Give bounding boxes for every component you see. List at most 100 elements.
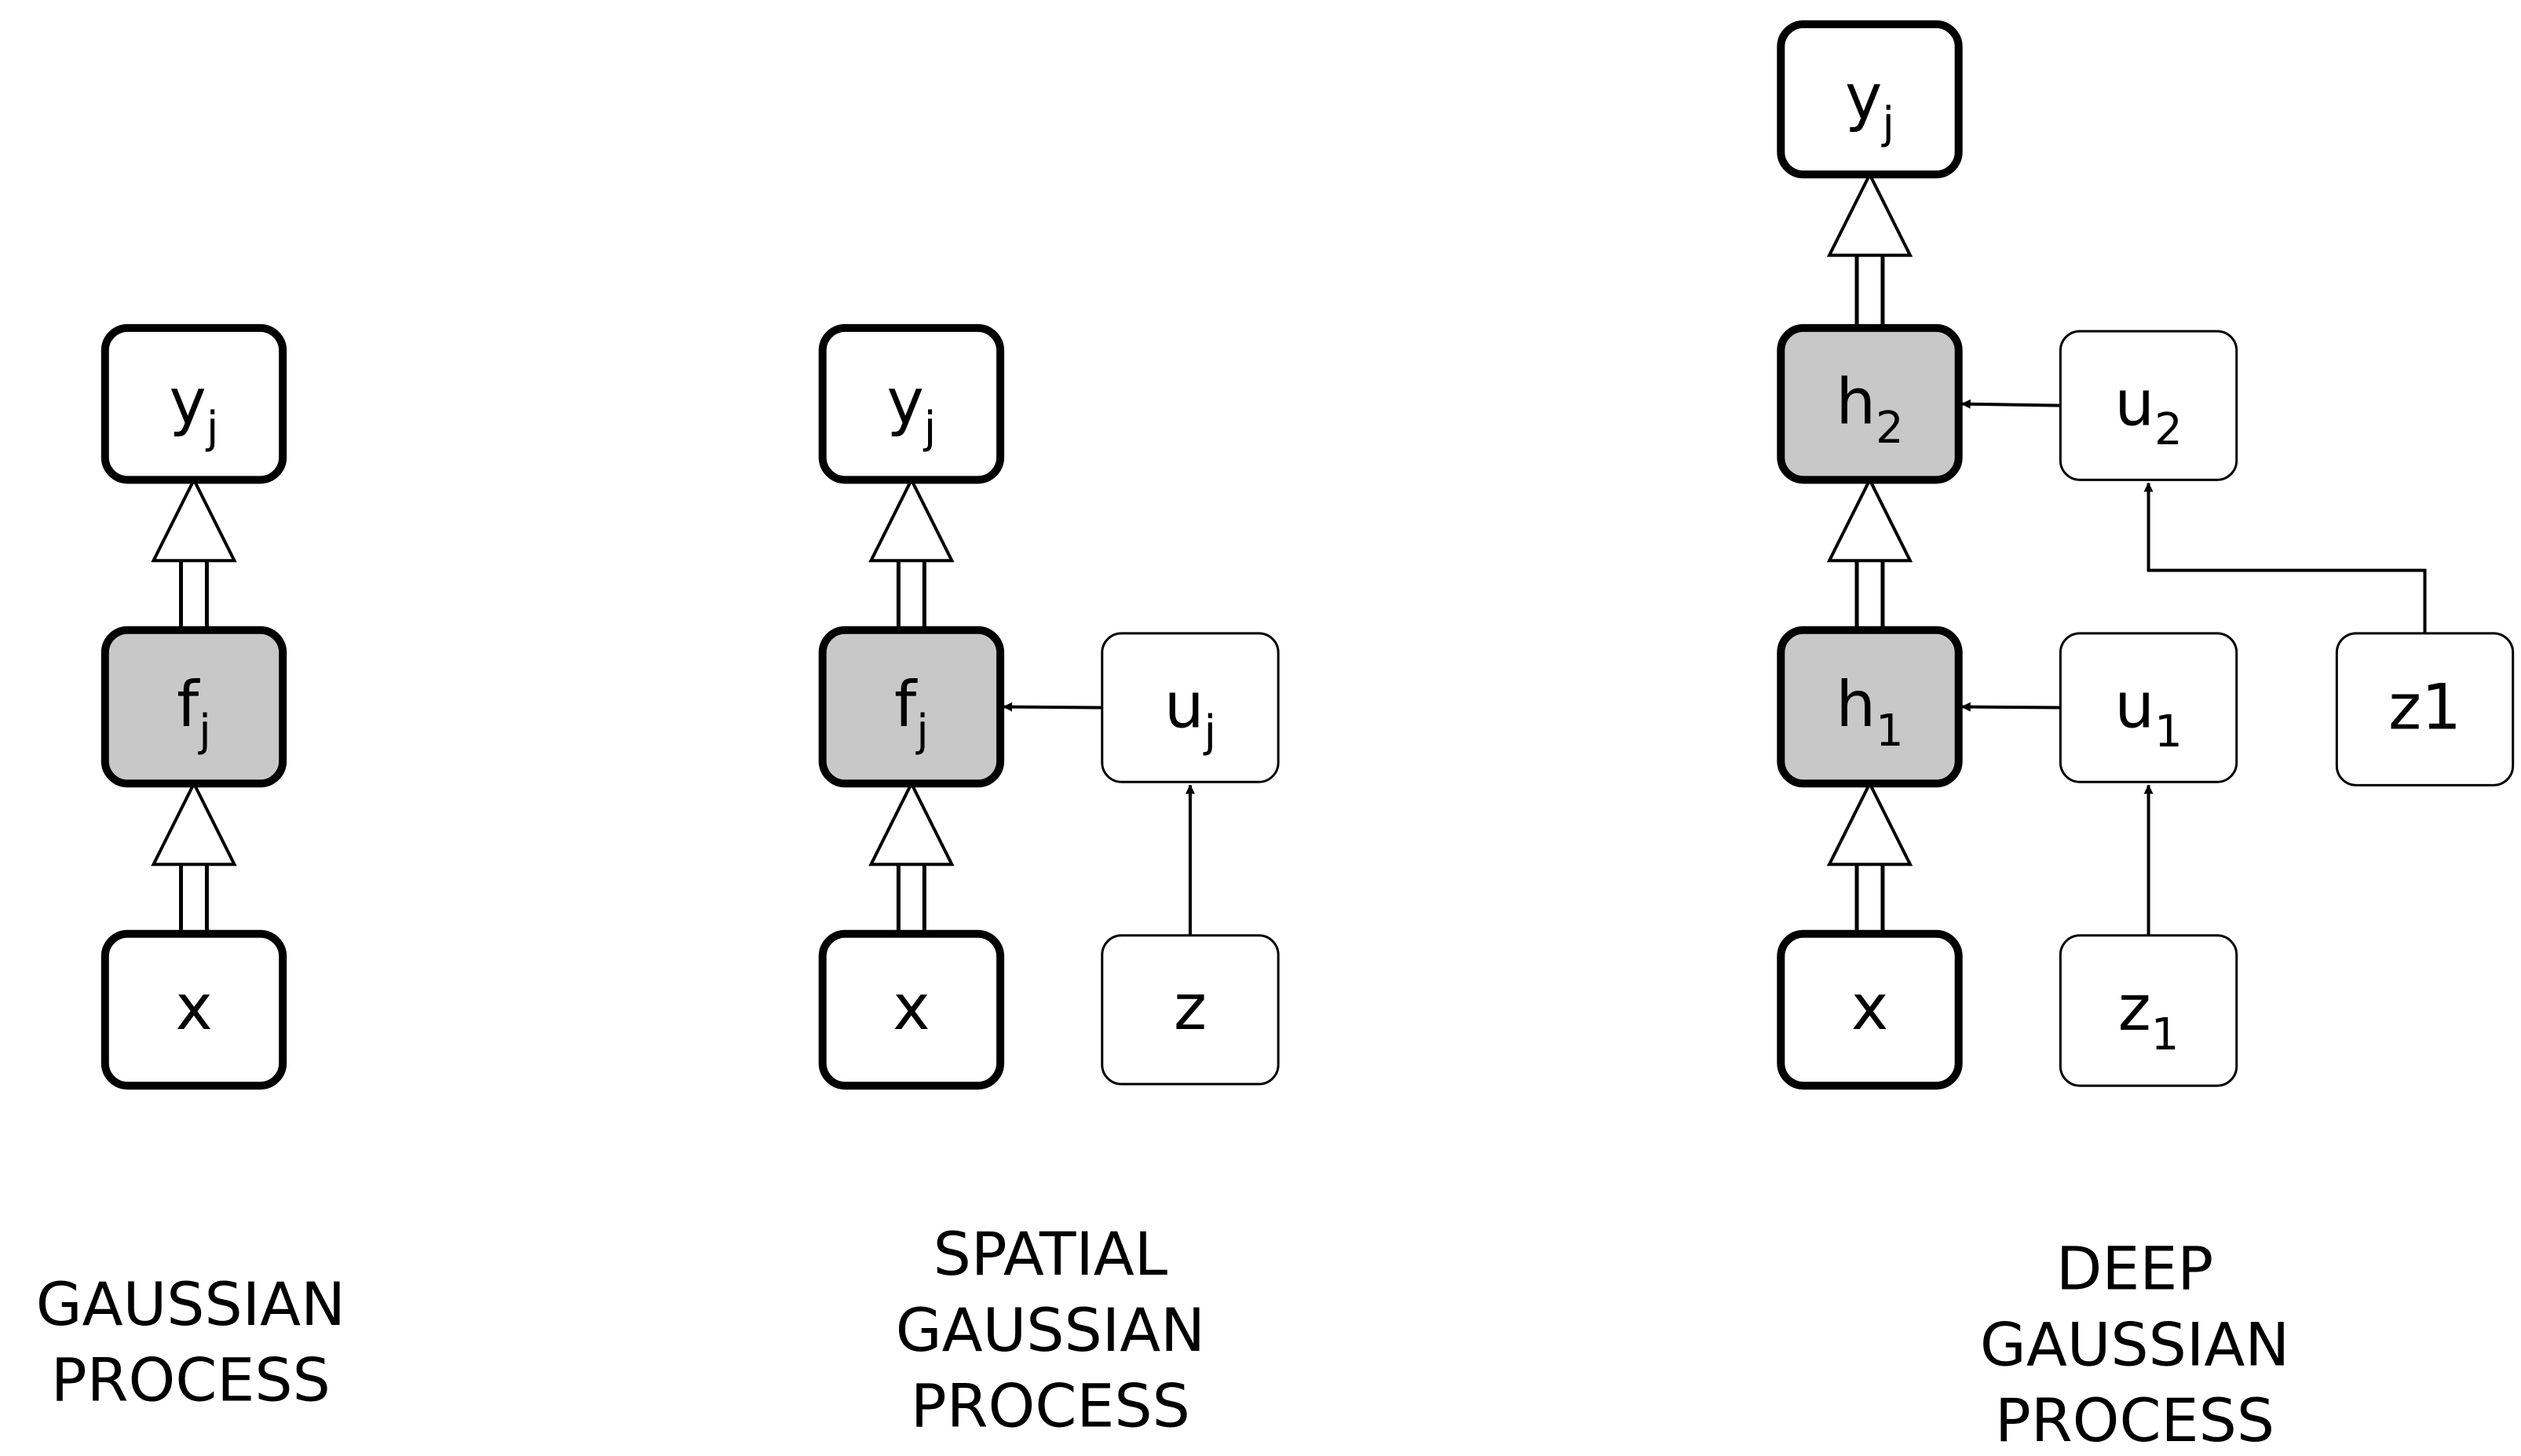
caption-line: GAUSSIAN xyxy=(1980,1309,2289,1379)
node-box xyxy=(1777,323,1963,484)
node-box xyxy=(100,929,287,1090)
node-label: z1 xyxy=(2388,670,2461,743)
node-label-subscript: j xyxy=(1203,706,1217,757)
node-gp-x: x xyxy=(100,929,287,1090)
node-label: x xyxy=(175,971,212,1044)
node-dgp-z1: z1 xyxy=(2059,934,2238,1087)
caption-line: PROCESS xyxy=(51,1345,331,1415)
node-label: z xyxy=(1174,971,1207,1044)
node-sgp-u: uj xyxy=(1101,632,1280,783)
edge-dgp-x-to-dgp-h1-head xyxy=(1826,779,1913,867)
node-sgp-x: x xyxy=(818,929,1005,1090)
node-dgp-x: x xyxy=(1777,929,1963,1090)
node-box xyxy=(818,626,1005,788)
node-label: x xyxy=(893,971,930,1044)
node-label: u1 xyxy=(2114,669,2182,757)
node-box xyxy=(1777,626,1963,788)
node-box xyxy=(2059,330,2238,481)
node-label-subscript: j xyxy=(197,706,211,757)
node-gp-y: yj xyxy=(100,323,287,484)
panel-sgp-edges xyxy=(868,476,1195,936)
node-label-main: u xyxy=(2114,669,2154,742)
node-dgp-u1: u1 xyxy=(2059,632,2238,783)
caption-line: PROCESS xyxy=(1995,1385,2274,1455)
node-label-subscript: 2 xyxy=(1876,403,1904,454)
edges-layer xyxy=(151,170,2427,936)
node-label: fj xyxy=(177,668,211,757)
node-label: yj xyxy=(170,365,219,454)
node-label-main: z1 xyxy=(2388,670,2461,743)
node-sgp-y: yj xyxy=(818,323,1005,484)
node-label-main: h xyxy=(1836,365,1876,438)
node-label-main: y xyxy=(170,365,206,438)
node-gp-f: fj xyxy=(100,626,287,788)
node-label-main: x xyxy=(1851,971,1888,1044)
edge-sgp-u-to-sgp-f-arrow xyxy=(1003,702,1102,712)
node-label: z1 xyxy=(2118,972,2179,1060)
node-dgp-h2: h2 xyxy=(1777,323,1963,484)
node-label: h1 xyxy=(1836,668,1903,757)
node-label-main: z xyxy=(2118,972,2151,1045)
node-sgp-f: fj xyxy=(818,626,1005,788)
panel-dgp-edges xyxy=(1826,170,2427,936)
edge-dgp-z1b-to-dgp-u2-elbow-arrow xyxy=(2143,482,2427,633)
node-sgp-z: z xyxy=(1101,934,1280,1086)
node-label-main: x xyxy=(893,971,930,1044)
node-label-main: u xyxy=(2114,367,2154,440)
node-label-subscript: j xyxy=(1880,98,1894,149)
caption-line: GAUSSIAN xyxy=(896,1295,1205,1365)
node-label-subscript: j xyxy=(923,403,937,454)
edge-dgp-u2-to-dgp-h2-arrow xyxy=(1960,399,2061,409)
node-label-subscript: j xyxy=(205,403,219,454)
node-label-main: f xyxy=(894,668,918,741)
node-label-main: h xyxy=(1836,668,1876,741)
node-dgp-h1: h1 xyxy=(1777,626,1963,788)
edge-dgp-u1-to-dgp-h1-arrow xyxy=(1960,702,2061,712)
node-box xyxy=(2059,934,2238,1087)
node-box xyxy=(818,929,1005,1090)
node-label-main: z xyxy=(1174,971,1207,1044)
edge-dgp-h1-to-dgp-h2-head xyxy=(1826,476,1913,563)
node-label: uj xyxy=(1164,669,1216,757)
node-label-main: u xyxy=(1164,669,1204,742)
node-box xyxy=(1777,929,1963,1090)
node-label: u2 xyxy=(2114,367,2182,455)
node-box xyxy=(2059,632,2238,783)
node-box xyxy=(818,323,1005,484)
node-label-subscript: 1 xyxy=(1876,706,1904,757)
node-label: h2 xyxy=(1836,365,1903,454)
caption-line: PROCESS xyxy=(911,1371,1190,1441)
edge-dgp-h2-to-dgp-y-head xyxy=(1826,170,1913,257)
edge-sgp-f-to-sgp-y-head xyxy=(868,476,955,563)
panel-gp-edges xyxy=(151,476,237,934)
node-box xyxy=(2335,632,2515,786)
captions-layer: GAUSSIANPROCESSSPATIALGAUSSIANPROCESSDEE… xyxy=(36,1219,2289,1455)
caption-line: DEEP xyxy=(2056,1234,2213,1304)
edge-gp-x-to-gp-f-head xyxy=(151,779,237,867)
node-label-subscript: 2 xyxy=(2154,404,2183,455)
node-box xyxy=(100,626,287,788)
node-dgp-y: yj xyxy=(1777,20,1963,179)
caption-line: GAUSSIAN xyxy=(36,1269,345,1339)
node-label-main: y xyxy=(886,365,923,438)
node-label-main: f xyxy=(177,668,200,741)
node-dgp-u2: u2 xyxy=(2059,330,2238,481)
node-label-subscript: 1 xyxy=(2154,706,2183,757)
node-box xyxy=(100,323,287,484)
node-box xyxy=(1101,632,1280,783)
edge-sgp-x-to-sgp-f-head xyxy=(868,779,955,867)
node-label: yj xyxy=(1845,60,1894,149)
node-label: x xyxy=(1851,971,1888,1044)
node-label-main: y xyxy=(1845,60,1882,133)
node-label-subscript: j xyxy=(915,706,929,757)
caption-line: SPATIAL xyxy=(934,1219,1167,1289)
node-label-subscript: 1 xyxy=(2151,1009,2179,1060)
node-box xyxy=(1101,934,1280,1086)
